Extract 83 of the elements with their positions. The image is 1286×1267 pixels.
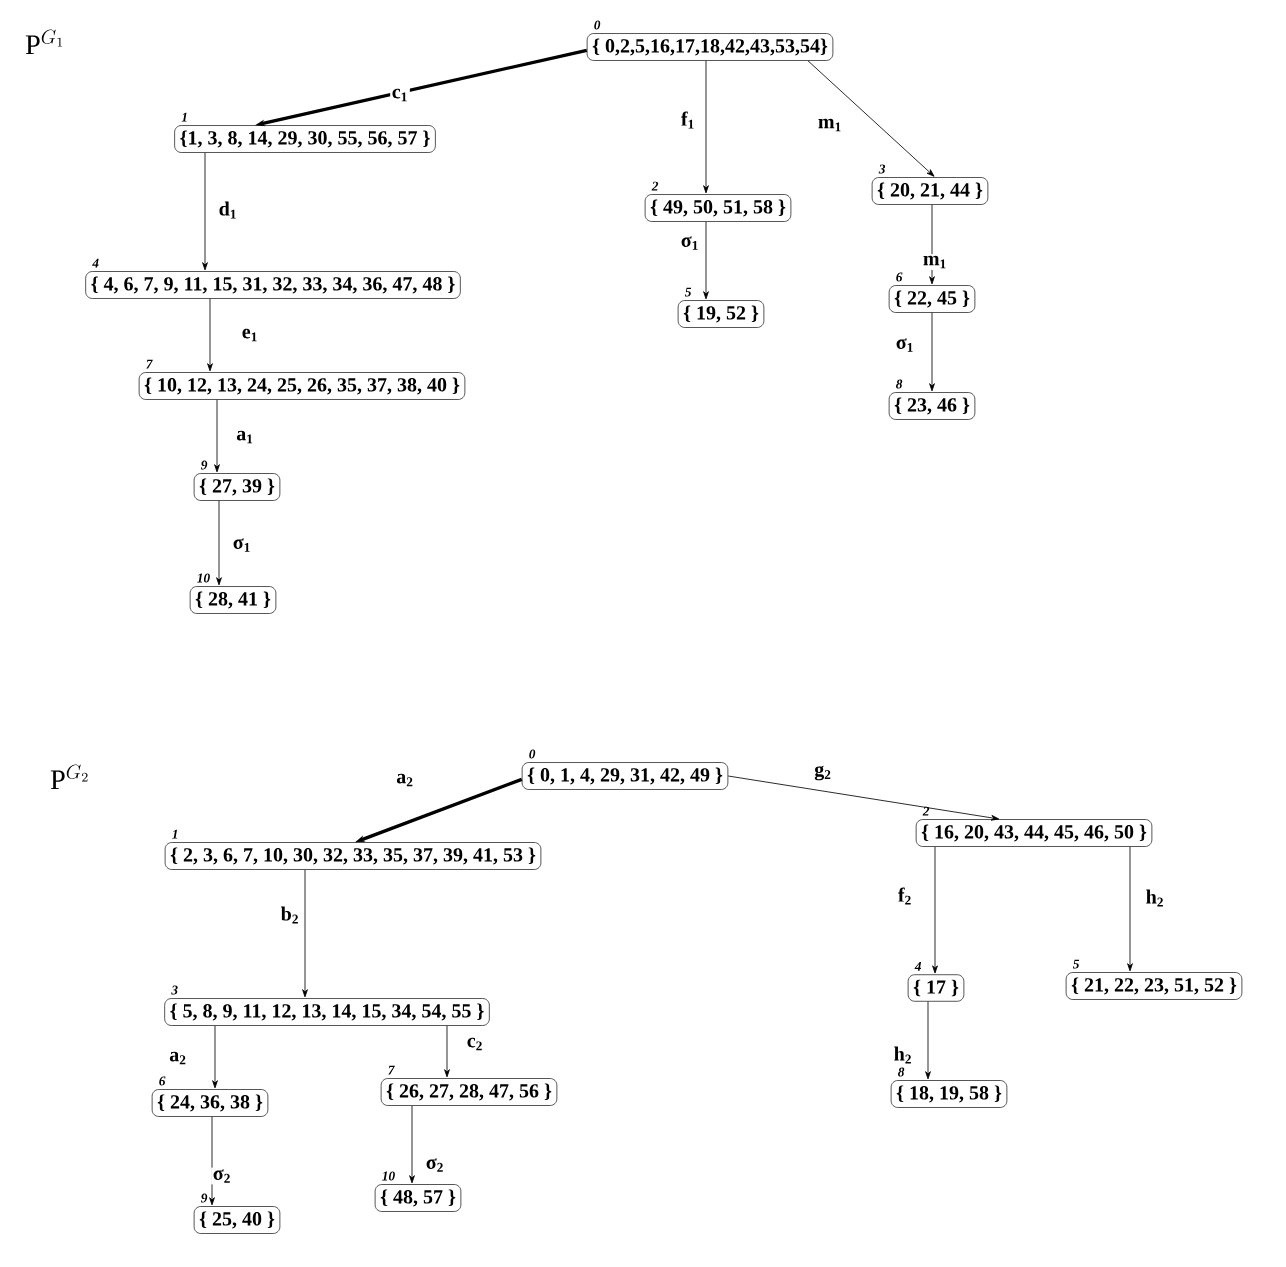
set-box: {1, 3, 8, 14, 29, 30, 55, 56, 57 } xyxy=(174,125,436,153)
node-number: 5 xyxy=(684,287,692,297)
edge-label: f$_{2}$ xyxy=(896,885,914,907)
arrow xyxy=(703,60,709,194)
set-box: { 10, 12, 13, 24, 25, 26, 35, 37, 38, 40 } xyxy=(138,372,466,400)
arrow xyxy=(207,298,213,372)
set-box: { 48, 57 } xyxy=(374,1184,462,1212)
edge-label: σ$_{1}$ xyxy=(231,536,253,554)
arrow xyxy=(202,152,208,271)
set-box: { 21, 22, 23, 51, 52 } xyxy=(1065,972,1243,1000)
set-box: { 22, 45 } xyxy=(888,285,976,313)
edge-label: m$_{1}$ xyxy=(816,117,844,133)
edge-label: m$_{1}$ xyxy=(921,254,949,270)
node-number: 10 xyxy=(197,573,210,583)
set-box: { 27, 39 } xyxy=(193,473,281,501)
node-number: 10 xyxy=(382,1171,395,1181)
set-box: { 18, 19, 58 } xyxy=(890,1080,1008,1108)
set-box: { 28, 41 } xyxy=(189,586,277,614)
node-number: 5 xyxy=(1072,959,1080,969)
node-number: 3 xyxy=(171,985,178,995)
arrow xyxy=(929,312,935,392)
node-number: 0 xyxy=(529,749,536,759)
set-box: { 24, 36, 38 } xyxy=(151,1089,269,1117)
arrow xyxy=(212,1025,218,1089)
node-number: 6 xyxy=(896,272,903,282)
node-number: 9 xyxy=(200,460,208,470)
arrow xyxy=(302,869,308,998)
node-number: 2 xyxy=(651,181,659,191)
edge-label: d$_{1}$ xyxy=(217,199,239,221)
edge-label: b$_{2}$ xyxy=(279,904,301,926)
edge-label: h$_{2}$ xyxy=(1144,887,1166,909)
set-box: { 49, 50, 51, 58 } xyxy=(644,194,792,222)
arrow xyxy=(209,1116,215,1206)
set-box: { 17 } xyxy=(907,974,965,1002)
edge-label: g$_{2}$ xyxy=(812,764,834,782)
set-box: { 20, 21, 44 } xyxy=(871,177,989,205)
edge-label: σ$_{2}$ xyxy=(211,1167,233,1185)
edge-label: σ$_{2}$ xyxy=(424,1156,446,1174)
edge-label: a$_{2}$ xyxy=(394,772,416,788)
arrow xyxy=(807,60,935,177)
set-box: { 19, 52 } xyxy=(677,300,765,328)
node-number: 0 xyxy=(594,20,601,30)
arrow xyxy=(1127,846,1133,972)
node-number: 8 xyxy=(896,379,903,389)
node-number: 8 xyxy=(898,1067,905,1077)
node-number: 2 xyxy=(922,806,930,816)
set-box: { 23, 46 } xyxy=(888,392,976,420)
edge-label: f$_{1}$ xyxy=(679,109,697,131)
arrow xyxy=(703,221,709,300)
node-number: 4 xyxy=(92,258,99,268)
edge-label: a$_{2}$ xyxy=(167,1050,189,1066)
set-box: { 25, 40 } xyxy=(193,1206,281,1234)
edge-label: c$_{1}$ xyxy=(390,87,410,103)
node-number: 7 xyxy=(388,1065,395,1075)
set-box: { 0, 1, 4, 29, 31, 42, 49 } xyxy=(521,762,729,790)
arrow xyxy=(216,500,222,586)
tree-title: $\mathrm{P}^{G_2}$ xyxy=(50,764,88,790)
set-box: { 16, 20, 43, 44, 45, 46, 50 } xyxy=(915,819,1153,847)
node-number: 3 xyxy=(878,164,886,174)
edge-label: h$_{2}$ xyxy=(892,1044,914,1066)
edge-label: σ$_{1}$ xyxy=(679,234,701,252)
arrow xyxy=(444,1025,450,1078)
arrow xyxy=(932,846,938,974)
arrow xyxy=(409,1105,415,1184)
set-box: { 0,2,5,16,17,18,42,43,53,54} xyxy=(586,33,834,61)
set-box: { 26, 27, 28, 47, 56 } xyxy=(380,1078,558,1106)
arrow xyxy=(727,775,1000,821)
node-number: 6 xyxy=(159,1076,166,1086)
node-number: 9 xyxy=(200,1193,208,1203)
node-number: 1 xyxy=(172,829,178,839)
edge-label: c$_{2}$ xyxy=(465,1036,485,1052)
tree-title: $\mathrm{P}^{G_1}$ xyxy=(25,29,63,55)
set-box: { 4, 6, 7, 9, 11, 15, 31, 32, 33, 34, 36, 47, 48 } xyxy=(85,271,461,299)
edge-label: σ$_{1}$ xyxy=(894,336,916,354)
edge-label: a$_{1}$ xyxy=(234,429,256,445)
arrow xyxy=(214,399,220,473)
node-number: 4 xyxy=(914,961,922,971)
set-box: { 5, 8, 9, 11, 12, 13, 14, 15, 34, 54, 55 } xyxy=(164,998,490,1026)
node-number: 1 xyxy=(181,112,187,122)
arrow xyxy=(925,1001,931,1080)
set-box: { 2, 3, 6, 7, 10, 30, 32, 33, 35, 37, 39, 41, 53 } xyxy=(164,842,542,870)
edge-label: e$_{1}$ xyxy=(240,327,260,343)
node-number: 7 xyxy=(146,359,153,369)
